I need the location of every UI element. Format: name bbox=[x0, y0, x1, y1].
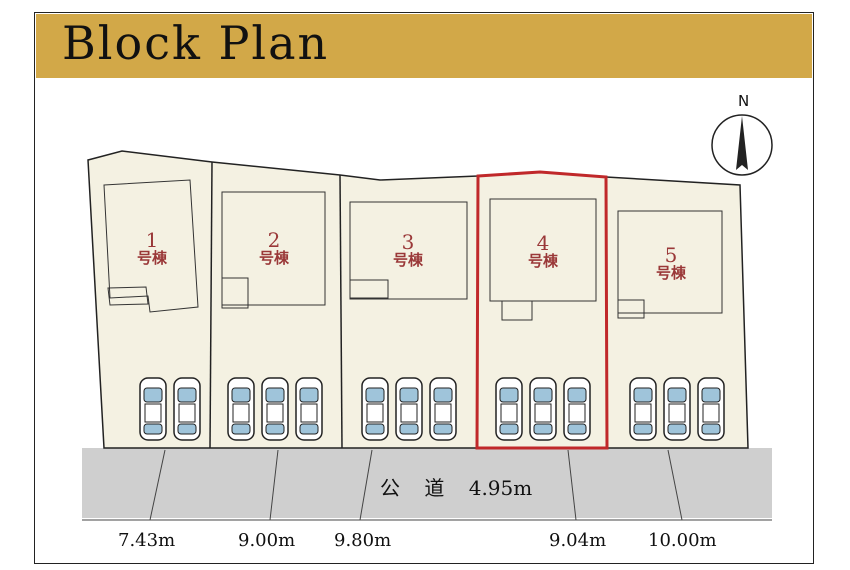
lot-2-label: 2 号棟 bbox=[250, 230, 298, 267]
north-arrow-icon bbox=[736, 116, 748, 170]
house-5-porch bbox=[617, 299, 645, 319]
house-2-porch bbox=[221, 277, 249, 309]
lot-number: 4 bbox=[536, 231, 550, 255]
dimension-leader bbox=[149, 449, 166, 521]
car-icon bbox=[663, 377, 691, 441]
north-arrow-circle bbox=[711, 114, 773, 176]
house-4-porch bbox=[501, 300, 533, 321]
house-1 bbox=[103, 179, 199, 313]
frontage-4: 9.04m bbox=[549, 530, 607, 551]
lot-number: 1 bbox=[145, 228, 159, 252]
house-2 bbox=[221, 191, 326, 306]
lot-kind: 号棟 bbox=[392, 251, 423, 269]
car-icon bbox=[227, 377, 255, 441]
dimension-leader bbox=[567, 449, 577, 521]
house-3 bbox=[349, 201, 468, 300]
lot-kind: 号棟 bbox=[136, 249, 167, 267]
car-icon bbox=[529, 377, 557, 441]
lot-4-label: 4 号棟 bbox=[519, 233, 567, 270]
frontage-2: 9.00m bbox=[238, 530, 296, 551]
car-icon bbox=[495, 377, 523, 441]
public-road bbox=[82, 448, 772, 518]
frontage-3: 9.80m bbox=[334, 530, 392, 551]
lot-divider bbox=[209, 161, 213, 449]
car-icon bbox=[429, 377, 457, 441]
car-icon bbox=[629, 377, 657, 441]
lot-number: 5 bbox=[664, 243, 678, 267]
dimension-leader bbox=[269, 449, 279, 521]
house-4 bbox=[489, 198, 597, 302]
lot-3-label: 3 号棟 bbox=[384, 232, 432, 269]
frontage-5: 10.00m bbox=[648, 530, 717, 551]
car-icon bbox=[361, 377, 389, 441]
frontage-1: 7.43m bbox=[118, 530, 176, 551]
dimension-leader bbox=[667, 449, 683, 521]
lot-4-highlight bbox=[475, 170, 609, 450]
car-icon bbox=[395, 377, 423, 441]
title-banner bbox=[36, 14, 812, 78]
page-title: Block Plan bbox=[62, 16, 330, 70]
lot-kind: 号棟 bbox=[655, 264, 686, 282]
parking-spaces bbox=[139, 377, 725, 441]
car-icon bbox=[173, 377, 201, 441]
car-icon bbox=[697, 377, 725, 441]
lot-kind: 号棟 bbox=[258, 249, 289, 267]
north-label: N bbox=[738, 92, 750, 110]
dimension-leader bbox=[359, 449, 373, 521]
lot-kind: 号棟 bbox=[527, 252, 558, 270]
car-icon bbox=[261, 377, 289, 441]
car-icon bbox=[139, 377, 167, 441]
house-5 bbox=[617, 210, 723, 314]
lot-5-label: 5 号棟 bbox=[647, 245, 695, 282]
car-icon bbox=[563, 377, 591, 441]
lot-number: 2 bbox=[267, 228, 281, 252]
lot-number: 3 bbox=[401, 230, 415, 254]
road-label: 公 道 4.95m bbox=[380, 476, 533, 500]
lot-divider bbox=[339, 174, 343, 449]
house-3-porch bbox=[349, 279, 389, 299]
house-1-porch bbox=[107, 286, 149, 306]
car-icon bbox=[295, 377, 323, 441]
lot-1-label: 1 号棟 bbox=[128, 230, 176, 267]
